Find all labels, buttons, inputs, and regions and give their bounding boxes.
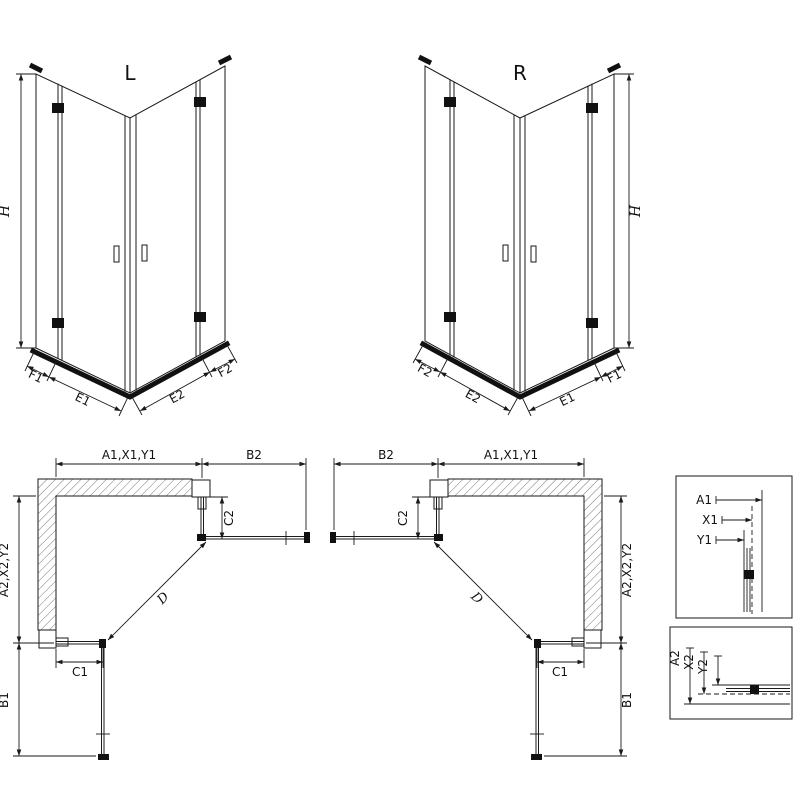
c2-extensions — [412, 496, 434, 540]
hinge-mark-left — [434, 534, 443, 541]
dim-label-a1x1y1: A1,X1,Y1 — [102, 448, 156, 462]
dim-label-c1: C1 — [552, 665, 568, 679]
dim-line-f1 — [26, 365, 50, 378]
d-diagonal-line — [433, 541, 533, 641]
dim-label-h: H — [628, 204, 644, 218]
glass-edge-lines — [449, 79, 593, 392]
dim-label-e1: E1 — [73, 390, 93, 409]
dim-label-x1: X1 — [702, 513, 718, 527]
dim-label-a1: A1 — [696, 493, 712, 507]
hatched-walls — [37, 478, 193, 631]
shower-tray-profile — [29, 340, 231, 400]
dim-label-a2x2y2: A2,X2,Y2 — [620, 543, 634, 597]
panel-outlines — [424, 65, 615, 394]
dim-label-f1: F1 — [26, 367, 45, 386]
dim-label-c2: C2 — [396, 510, 410, 526]
a1-extensions — [437, 458, 585, 478]
door-endcap-right — [304, 532, 310, 543]
dim-label-c2: C2 — [222, 510, 236, 526]
door-endcap-bottom — [531, 754, 542, 760]
dim-line-f2 — [414, 358, 441, 373]
door-handles — [113, 244, 148, 263]
dim-label-y1: Y1 — [696, 533, 712, 547]
fixed-glass-bottom — [535, 641, 585, 645]
dim-label-b1: B1 — [620, 692, 634, 708]
wall-bracket-marks — [417, 54, 622, 74]
dim-label-x2: X2 — [682, 654, 696, 670]
right-dim-extensions — [521, 351, 626, 417]
dim-label-f2: F2 — [215, 361, 235, 380]
dim-line-e1 — [48, 376, 122, 412]
left-dim-extensions — [412, 344, 519, 416]
right-dim-extensions — [131, 344, 238, 416]
dim-label-h: H — [0, 204, 13, 218]
d-diagonal-line — [107, 541, 207, 641]
hinge-mark-right — [197, 534, 206, 541]
iso-view-left: H F1 E1 E2 F2 L — [0, 54, 238, 417]
detail-border — [675, 475, 793, 619]
c2-extensions — [206, 496, 228, 540]
detail-panel-top: A1 X1 Y1 — [675, 475, 793, 619]
shower-tray-profile — [419, 340, 621, 400]
iso-view-right: H F2 E2 E1 F1 R — [412, 54, 644, 417]
profile-fastener — [744, 570, 754, 579]
view-label-left: L — [124, 61, 136, 85]
c1-extensions — [536, 648, 585, 668]
dim-label-c1: C1 — [72, 665, 88, 679]
door-handles — [502, 244, 537, 263]
dim-label-e1: E1 — [557, 390, 577, 409]
dim-line-e2 — [139, 371, 211, 412]
dim-line-f2 — [209, 358, 236, 373]
dim-label-y2: Y2 — [696, 659, 710, 675]
wall-bracket-marks — [28, 54, 233, 74]
glass-panel-section — [746, 548, 751, 612]
profile-fastener — [750, 685, 759, 694]
door-endcap-bottom — [98, 754, 109, 760]
dim-label-e2: E2 — [167, 387, 187, 407]
fixed-glass-left — [436, 496, 440, 540]
dim-line-e1 — [528, 376, 602, 412]
dim-label-a2: A2 — [668, 650, 682, 666]
hinge-mark-bottom — [534, 639, 541, 648]
fixed-glass-right — [200, 496, 204, 540]
left-dim-extensions — [24, 351, 129, 417]
dim-label-b2: B2 — [378, 448, 394, 462]
dim-label-a2x2y2: A2,X2,Y2 — [0, 543, 11, 597]
door-endcap-left — [330, 532, 336, 543]
dim-line-e2 — [439, 371, 511, 412]
hinge-mark-bottom — [99, 639, 106, 648]
detail-border — [669, 626, 793, 720]
hatched-walls — [447, 478, 603, 631]
detail-panel-bottom: A2 X2 Y2 — [668, 626, 793, 720]
dim-line-f1 — [600, 365, 624, 378]
dim-label-b2: B2 — [246, 448, 262, 462]
panel-outlines — [35, 65, 226, 394]
dim-label-f1: F1 — [605, 367, 624, 386]
dim-label-f2: F2 — [415, 361, 435, 380]
dim-label-a1x1y1: A1,X1,Y1 — [484, 448, 538, 462]
dim-label-b1: B1 — [0, 692, 11, 708]
glass-edge-lines — [57, 79, 201, 392]
a1-extensions — [55, 458, 203, 478]
dim-label-e2: E2 — [463, 387, 483, 407]
view-label-right: R — [513, 61, 527, 85]
c1-extensions — [55, 648, 104, 668]
fixed-glass-bottom — [55, 641, 105, 645]
plan-view-left: A1,X1,Y1 B2 C2 A2,X2,Y2 B1 C1 D — [0, 448, 310, 760]
